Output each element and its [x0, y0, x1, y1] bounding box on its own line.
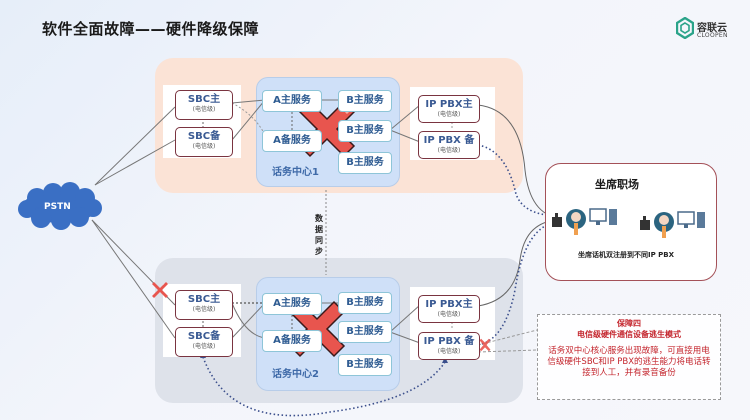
a-main-service-2: A主服务: [262, 293, 322, 315]
pbx-main-2-sub: (电信级): [437, 311, 461, 318]
logo-subtitle: CLOOPEN: [697, 32, 728, 39]
logo-hexagon-icon: [676, 17, 694, 39]
pbx-main-2: IP PBX主 (电信级): [418, 295, 480, 323]
agent-workplace: [545, 163, 717, 281]
pstn-label: PSTN: [44, 202, 71, 212]
agent-workplace-note: 坐席话机双注册到不同IP PBX: [578, 251, 675, 259]
callout-heading: 保障四: [617, 319, 641, 328]
call-center-1-label: 话务中心1: [272, 167, 319, 178]
b-service-1-3: B主服务: [338, 152, 392, 174]
sbc-backup-2: SBC备 (电信级): [175, 327, 233, 357]
callout-subheading: 电信级硬件通信设备逃生模式: [577, 330, 681, 339]
b-service-2-2: B主服务: [338, 321, 392, 343]
pbx-main-1: IP PBX主 (电信级): [418, 95, 480, 123]
call-center-2-label: 话务中心2: [272, 369, 319, 380]
logo-name: 容联云: [697, 23, 727, 34]
sbc-main-1-label: SBC主: [187, 94, 221, 105]
a-main-service-1: A主服务: [262, 90, 322, 112]
sbc-main-2: SBC主 (电信级): [175, 290, 233, 320]
pbx-backup-2-label: IP PBX 备: [423, 336, 475, 347]
pstn-cloud-icon: [18, 182, 102, 230]
sbc-main-1-sub: (电信级): [192, 106, 216, 113]
link-failure-x-icon: [152, 282, 168, 298]
b-service-2-1: B主服务: [338, 292, 392, 314]
guarantee-callout: 保障四 电信级硬件通信设备逃生模式 话务双中心核心服务出现故障，可直接用电信级硬…: [537, 314, 721, 400]
sbc-backup-2-sub: (电信级): [192, 343, 216, 350]
b-service-2-3: B主服务: [338, 354, 392, 376]
agent-workplace-title: 坐席职场: [595, 178, 639, 191]
pbx-backup-2: IP PBX 备 (电信级): [418, 332, 480, 360]
a-backup-service-2: A备服务: [262, 330, 322, 352]
pbx-backup-1-label: IP PBX 备: [423, 135, 475, 146]
pbx-backup-2-sub: (电信级): [437, 348, 461, 355]
sbc-main-2-sub: (电信级): [192, 306, 216, 313]
b-service-1-1: B主服务: [338, 90, 392, 112]
page-title: 软件全面故障——硬件降级保障: [42, 20, 260, 38]
callout-body: 话务双中心核心服务出现故障，可直接用电信级硬件SBC和IP PBX的逃生能力将电…: [547, 346, 711, 378]
pbx-main-2-label: IP PBX主: [425, 299, 473, 310]
agent-station-1-icon: [552, 208, 617, 235]
data-sync-label: 数据同步: [315, 214, 323, 256]
pbx-backup-1: IP PBX 备 (电信级): [418, 131, 480, 159]
sbc-backup-1: SBC备 (电信级): [175, 127, 233, 157]
pbx-main-1-label: IP PBX主: [425, 99, 473, 110]
a-backup-service-1: A备服务: [262, 130, 322, 152]
sbc-backup-1-sub: (电信级): [192, 143, 216, 150]
pbx-backup-1-sub: (电信级): [437, 147, 461, 154]
agent-station-2-icon: [640, 211, 705, 238]
pbx-main-1-sub: (电信级): [437, 111, 461, 118]
b-service-1-2: B主服务: [338, 120, 392, 142]
sbc-backup-1-label: SBC备: [187, 131, 221, 142]
sbc-main-2-label: SBC主: [187, 294, 221, 305]
pbx-failure-x-icon: [479, 338, 491, 352]
sbc-main-1: SBC主 (电信级): [175, 90, 233, 120]
sbc-backup-2-label: SBC备: [187, 331, 221, 342]
